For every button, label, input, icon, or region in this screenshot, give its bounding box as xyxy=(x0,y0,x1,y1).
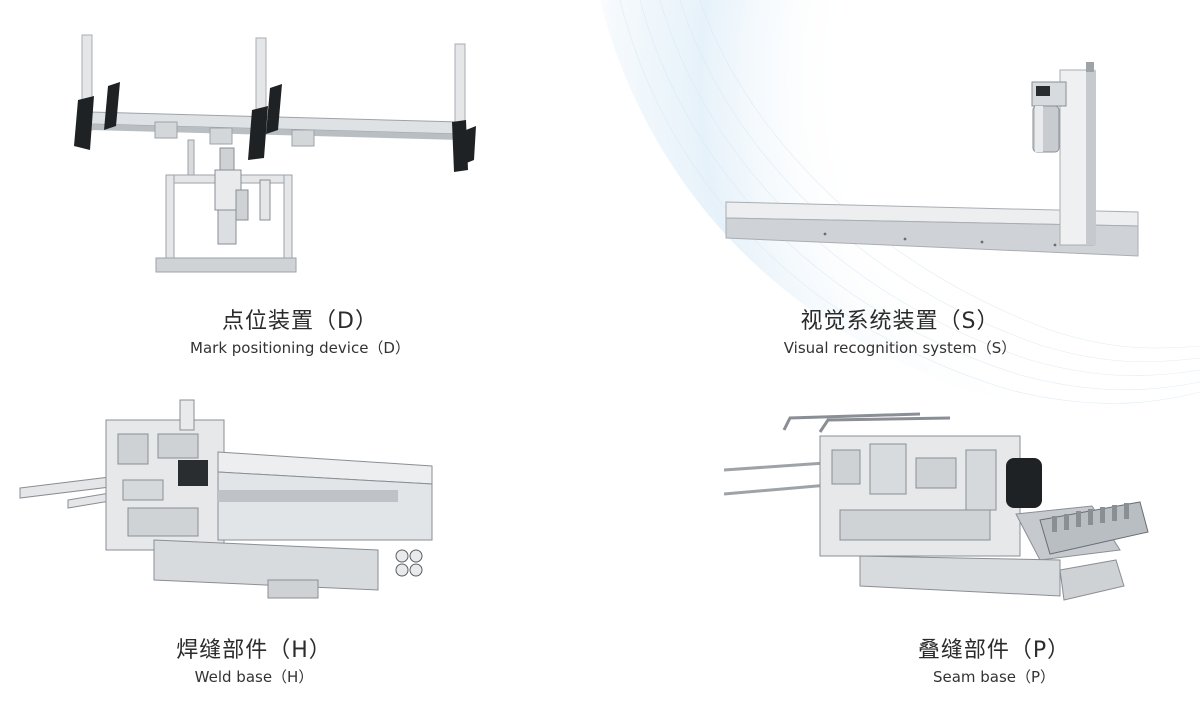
product-card-seam-base[interactable]: 叠缝部件（P） Seam base（P） xyxy=(600,380,1200,714)
seam-base-image xyxy=(723,412,1149,601)
product-card-weld-base[interactable]: 焊缝部件（H） Weld base（H） xyxy=(0,380,600,714)
product-card-visual-recognition[interactable]: 视觉系统装置（S） Visual recognition system（S） xyxy=(600,0,1200,360)
visual-recognition-system-image xyxy=(725,62,1139,257)
product-name-cn: 焊缝部件（H） xyxy=(176,638,332,663)
product-name-en: Seam base（P） xyxy=(932,668,1056,686)
product-name-en: Mark positioning device（D） xyxy=(190,339,410,357)
product-name-cn: 叠缝部件（P） xyxy=(917,638,1071,663)
product-name-cn: 视觉系统装置（S） xyxy=(800,309,1000,334)
product-name-cn: 点位装置（D） xyxy=(222,309,378,334)
weld-base-image xyxy=(19,399,433,599)
product-name-en: Visual recognition system（S） xyxy=(783,339,1017,357)
product-name-en: Weld base（H） xyxy=(194,668,314,686)
product-card-mark-positioning[interactable]: 点位装置（D） Mark positioning device（D） xyxy=(0,0,600,360)
mark-positioning-device-image xyxy=(74,34,476,273)
